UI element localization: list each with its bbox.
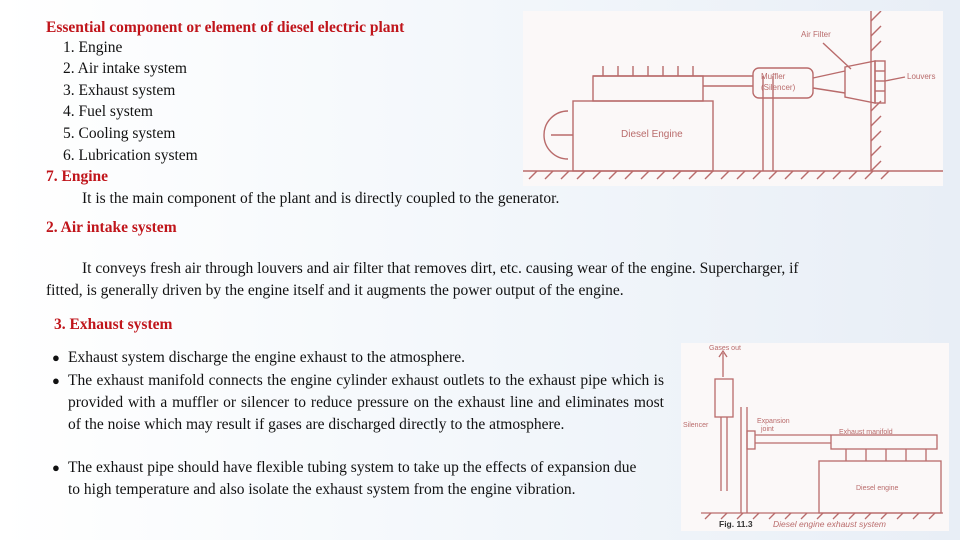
list-item: 3. Exhaust system <box>63 82 176 99</box>
bullet-marker: ● <box>52 350 60 365</box>
air-intake-heading: 2. Air intake system <box>46 219 177 236</box>
label-joint: joint <box>760 426 774 433</box>
exhaust-bullet-3: The exhaust pipe should have flexible tu… <box>68 459 637 498</box>
exhaust-bullet-1: Exhaust system discharge the engine exha… <box>68 349 466 366</box>
list-item: 4. Fuel system <box>63 103 153 120</box>
expansion-joint <box>746 430 756 450</box>
engine-heading: 7. Engine <box>46 168 109 185</box>
exhaust-diagram: Gases out Silencer Expansion joint Exhau… <box>681 343 949 531</box>
label-muffler: Muffler <box>761 72 786 81</box>
silencer-box <box>714 378 734 418</box>
engine-description: It is the main component of the plant an… <box>82 190 560 207</box>
list-item: 2. Air intake system <box>63 60 187 77</box>
ground-hatch <box>528 170 890 180</box>
cylinder-fins <box>602 66 694 76</box>
list-item: 6. Lubrication system <box>63 147 198 164</box>
label-expansion: Expansion <box>757 418 790 425</box>
wall-hatch <box>870 11 882 172</box>
label-diesel-engine: Diesel Engine <box>621 129 683 140</box>
exhaust-manifold <box>830 434 938 450</box>
air-intake-description-line2: fitted, is generally driven by the engin… <box>46 282 624 299</box>
air-intake-diagram: Air Filter Muffler (Silencer) Louvers Di… <box>523 11 943 186</box>
label-diesel-engine: Diesel engine <box>856 485 899 492</box>
label-silencer: (Silencer) <box>761 83 796 92</box>
flywheel-arc <box>543 110 569 160</box>
manifold-ports <box>845 449 927 461</box>
ground-hatch <box>704 512 936 520</box>
bullet-marker: ● <box>52 460 60 475</box>
bullet-marker: ● <box>52 373 60 388</box>
label-air-filter: Air Filter <box>801 30 831 39</box>
exhaust-heading: 3. Exhaust system <box>54 316 173 333</box>
page-heading: Essential component or element of diesel… <box>46 19 405 36</box>
label-silencer: Silencer <box>683 422 709 429</box>
figure-caption-number: Fig. 11.3 <box>719 519 753 529</box>
exhaust-bullet-2: The exhaust manifold connects the engine… <box>68 372 664 433</box>
list-item: 5. Cooling system <box>63 125 176 142</box>
figure-caption-text: Diesel engine exhaust system <box>773 519 886 529</box>
engine-head <box>592 75 704 102</box>
air-intake-description-line1: It conveys fresh air through louvers and… <box>82 260 799 277</box>
muffler-box <box>752 67 814 99</box>
louver-grid <box>874 60 886 104</box>
label-gases-out: Gases out <box>709 345 741 352</box>
list-item: 1. Engine <box>63 39 123 56</box>
label-exhaust-manifold: Exhaust manifold <box>839 429 893 436</box>
label-louvers: Louvers <box>907 72 935 81</box>
